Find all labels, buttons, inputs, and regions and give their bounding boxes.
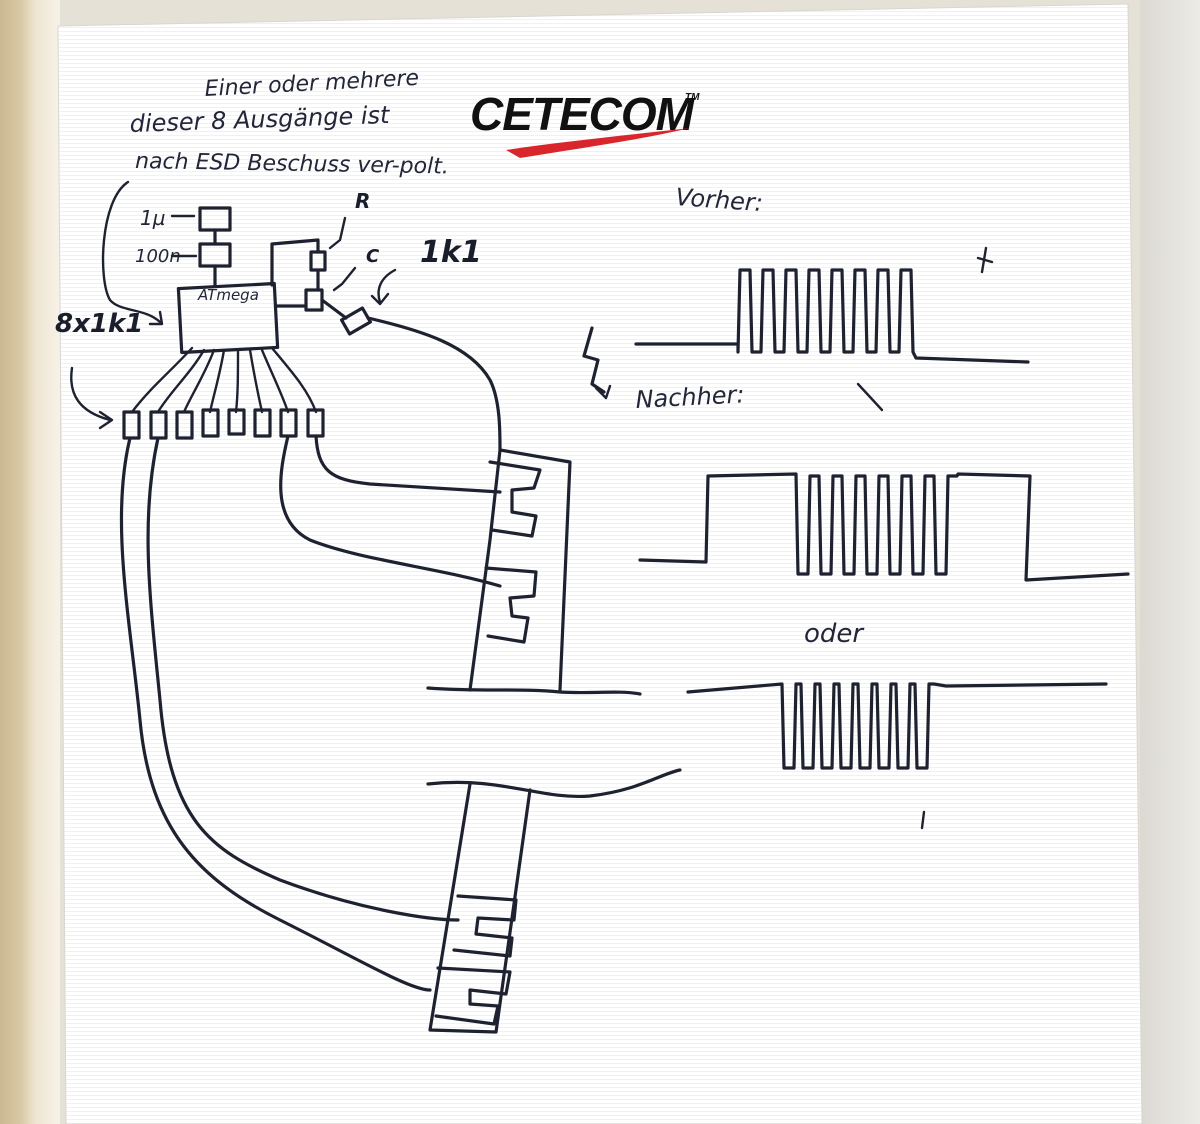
label-cap-1u: 1µ bbox=[140, 206, 165, 230]
label-or: oder bbox=[804, 619, 865, 649]
background-right-edge bbox=[1140, 0, 1200, 1124]
stray-mark-3 bbox=[920, 810, 926, 830]
logo-trademark: TM bbox=[685, 92, 700, 103]
label-series-resistor: 1k1 bbox=[420, 235, 482, 270]
stray-mark-2 bbox=[856, 382, 884, 412]
logo-swoosh bbox=[506, 128, 690, 158]
resistor-1k1 bbox=[340, 306, 372, 336]
background-wood-edge bbox=[0, 0, 60, 1124]
cetecom-logo: CETECOM TM bbox=[470, 88, 700, 158]
paper-sheet bbox=[57, 3, 1143, 1124]
label-resistor-array: 8x1k1 bbox=[55, 309, 143, 339]
waveform-before bbox=[634, 268, 1030, 364]
label-resistor-r: R bbox=[355, 189, 370, 213]
arrow-1k1 bbox=[377, 268, 397, 304]
led-wires bbox=[119, 434, 502, 992]
annotation-line-3: nach ESD Beschuss ver-polt. bbox=[135, 149, 449, 179]
signal-wire-1k1 bbox=[366, 316, 502, 452]
label-cap-100n: 100n bbox=[135, 246, 181, 267]
led-strip-upper bbox=[468, 448, 572, 692]
atmega-chip bbox=[176, 281, 280, 355]
label-after: Nachher: bbox=[635, 380, 745, 414]
label-atmega: ATmega bbox=[197, 286, 259, 304]
stray-mark-1 bbox=[976, 246, 994, 274]
arrow-caps-to-resistors bbox=[101, 180, 162, 324]
label-capacitor-c: C bbox=[366, 246, 380, 267]
tear-line-upper bbox=[426, 686, 642, 696]
logo-text: CETECOM bbox=[470, 88, 696, 140]
label-before: Vorher: bbox=[675, 183, 764, 217]
waveform-after-1 bbox=[638, 472, 1130, 582]
fanout-lines bbox=[130, 346, 318, 414]
esd-lightning-icon bbox=[582, 326, 606, 394]
waveform-after-2 bbox=[686, 682, 1108, 770]
tear-line-lower bbox=[426, 768, 682, 799]
arrow-resistor-array bbox=[70, 366, 112, 422]
led-strip-lower bbox=[428, 782, 532, 1034]
